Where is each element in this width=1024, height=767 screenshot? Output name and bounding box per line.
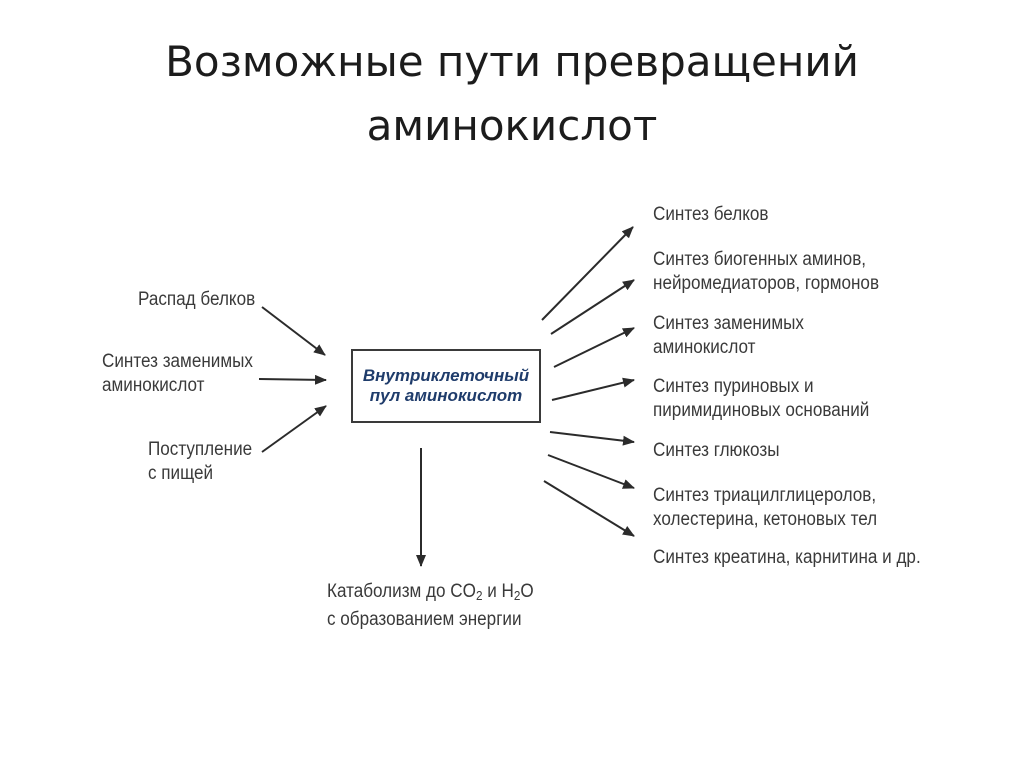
catabolism-line-2: с образованием энергии — [327, 609, 522, 630]
arrow-input-food-intake — [261, 405, 327, 453]
output-label-7: Синтез креатина, карнитина и др. — [653, 547, 921, 568]
input-label-protein-breakdown: Распад белков — [138, 289, 256, 310]
title-line-1: Возможные пути превращений — [165, 37, 859, 86]
arrow-output-4 — [551, 377, 635, 401]
arrow-output-5 — [549, 431, 635, 446]
output-label-5: Синтез глюкозы — [653, 440, 780, 461]
catabolism-line-1: Катаболизм до CO2 и H2O — [327, 581, 534, 603]
arrow-output-2 — [550, 279, 635, 335]
arrow-input-nonessential-synthesis — [258, 374, 327, 385]
intracellular-pool-box: Внутриклеточный пул аминокислот — [351, 349, 541, 423]
arrow-output-6 — [547, 454, 635, 489]
input-label-nonessential-synthesis: Синтез заменимых аминокислот — [102, 351, 253, 396]
arrow-output-7 — [543, 480, 635, 537]
title-line-2: аминокислот — [366, 101, 658, 150]
output-label-4: Синтез пуриновых и пиримидиновых основан… — [653, 376, 870, 421]
arrow-input-protein-breakdown — [261, 306, 326, 356]
catabolism-label: Катаболизм до CO2 и H2O с образованием э… — [327, 580, 534, 632]
output-label-1: Синтез белков — [653, 204, 769, 225]
center-line-2: пул аминокислот — [369, 386, 523, 405]
arrow-output-1 — [541, 226, 634, 321]
output-label-6: Синтез триацилглицеролов, холестерина, к… — [653, 485, 878, 530]
output-label-2: Синтез биогенных аминов, нейромедиаторов… — [653, 249, 880, 294]
slide-title: Возможные пути превращений аминокислот — [0, 30, 1024, 158]
arrow-output-3 — [553, 327, 635, 368]
output-label-3: Синтез заменимых аминокислот — [653, 313, 804, 358]
input-label-food-intake: Поступление с пищей — [148, 439, 253, 484]
center-line-1: Внутриклеточный — [362, 366, 530, 385]
